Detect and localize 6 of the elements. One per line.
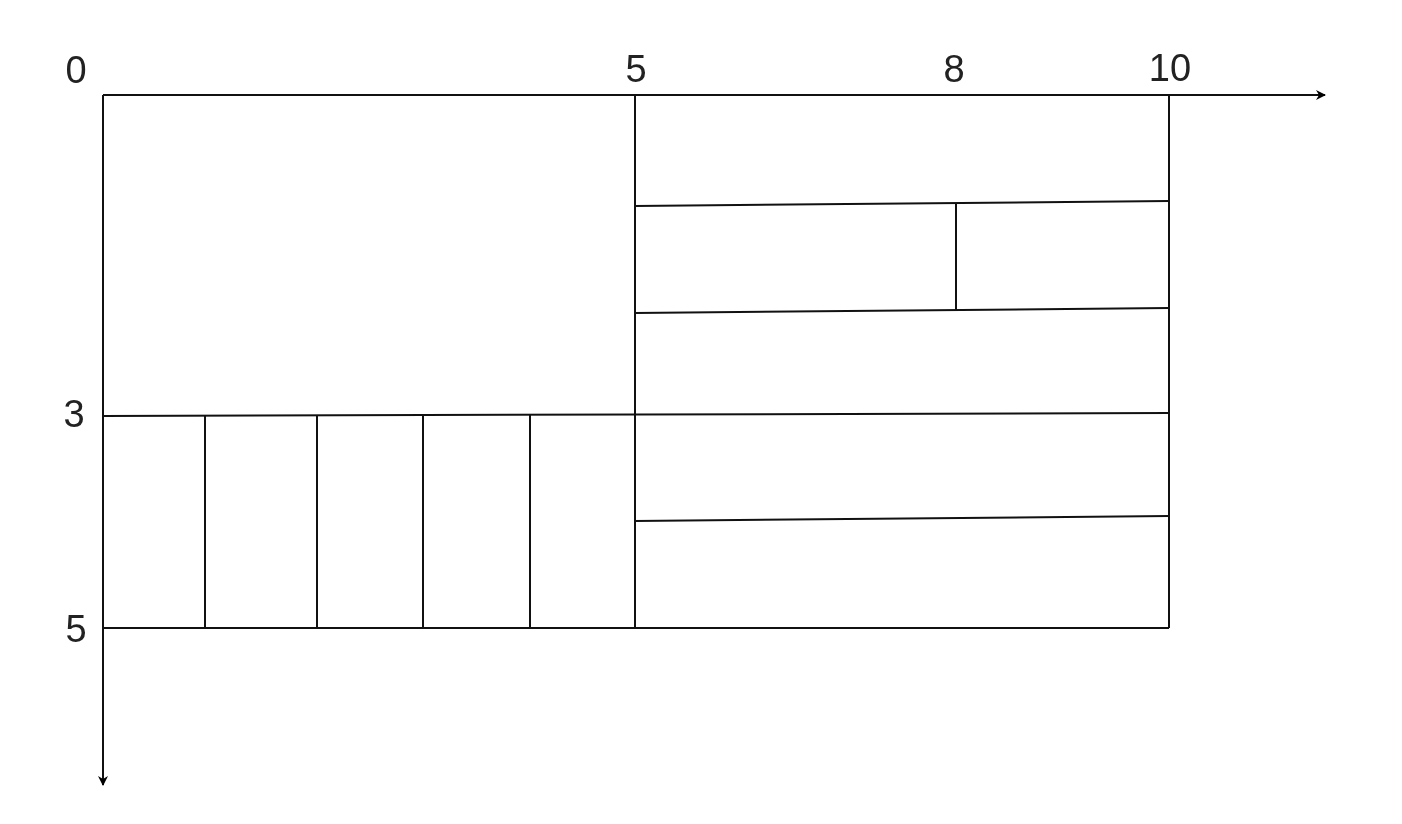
axis-tick-label: 5: [65, 610, 87, 648]
axis-tick-label: 5: [625, 50, 647, 88]
axis-tick-label: 0: [65, 51, 87, 89]
axis-tick-label: 8: [943, 50, 965, 88]
axis-tick-label: 10: [1148, 49, 1192, 87]
axis-tick-label: 3: [63, 395, 85, 433]
